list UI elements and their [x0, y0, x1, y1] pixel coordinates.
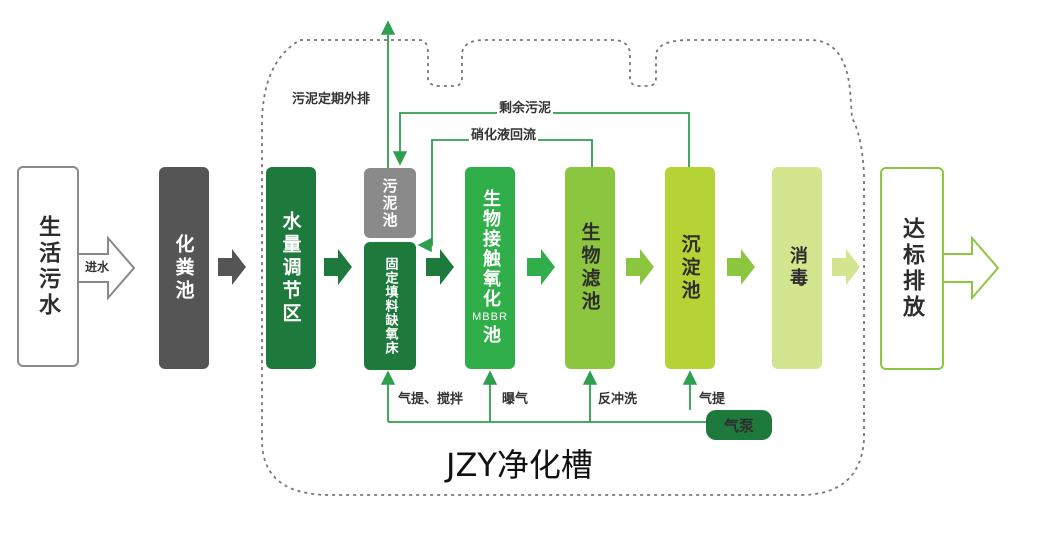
equalization-label: 水量调节区 [279, 210, 302, 326]
anoxic-bed-box: 固定填料缺氧床 [364, 242, 416, 370]
flow-arrow-septic [218, 249, 246, 285]
air-lift-stir-label: 气提、搅拌 [398, 392, 464, 407]
sludge-tank-label: 污泥池 [380, 177, 399, 229]
sludge-tank-box: 污泥池 [364, 168, 416, 238]
disinfection-label: 消毒 [787, 246, 808, 290]
biocontact-label: 生物接触氧化 [480, 189, 501, 309]
domestic-sewage-box: 生活污水 [17, 166, 79, 367]
discharge-arrow [941, 235, 1000, 301]
disinfection-box: 消毒 [772, 167, 822, 369]
biocontact-pool-label: 池 [480, 325, 501, 347]
sedimentation-box: 沉淀池 [665, 167, 715, 369]
mbbr-label: MBBR [472, 311, 508, 323]
backwash-label: 反冲洗 [598, 392, 638, 407]
biofilter-label: 生物滤池 [578, 222, 601, 314]
flow-arrow-equalization [324, 249, 352, 285]
flow-arrow-disinfection [832, 249, 860, 285]
tank-outline [261, 39, 865, 496]
flow-arrow-biocontact [527, 249, 555, 285]
nitrate-return-label: 硝化液回流 [469, 124, 539, 143]
flow-arrow-sedimentation [727, 249, 755, 285]
sedimentation-label: 沉淀池 [678, 233, 701, 303]
biofilter-box: 生物滤池 [565, 167, 615, 369]
discharge-label: 达标排放 [899, 216, 925, 321]
air-pump-label: 气泵 [723, 416, 754, 435]
aeration-label: 曝气 [502, 392, 529, 407]
product-name: JZY净化槽 [446, 446, 593, 484]
inflow-arrow [77, 235, 136, 301]
biocontact-box: 生物接触氧化 MBBR 池 [465, 167, 515, 369]
inflow-label: 进水 [85, 260, 110, 274]
discharge-box: 达标排放 [880, 167, 944, 370]
septic-tank-label: 化粪池 [172, 233, 195, 303]
excess-sludge-label: 剩余污泥 [497, 97, 554, 116]
flow-arrow-biofilter [626, 249, 654, 285]
air-lift-label: 气提 [699, 392, 726, 407]
air-pump-box: 气泵 [706, 410, 772, 440]
nitrate-return-line [417, 139, 593, 253]
equalization-box: 水量调节区 [266, 167, 316, 369]
sludge-discharge-label: 污泥定期外排 [290, 88, 373, 107]
flow-arrow-anoxic [426, 249, 454, 285]
domestic-sewage-label: 生活污水 [35, 214, 61, 319]
anoxic-bed-label: 固定填料缺氧床 [382, 257, 398, 355]
septic-tank-box: 化粪池 [159, 167, 209, 369]
